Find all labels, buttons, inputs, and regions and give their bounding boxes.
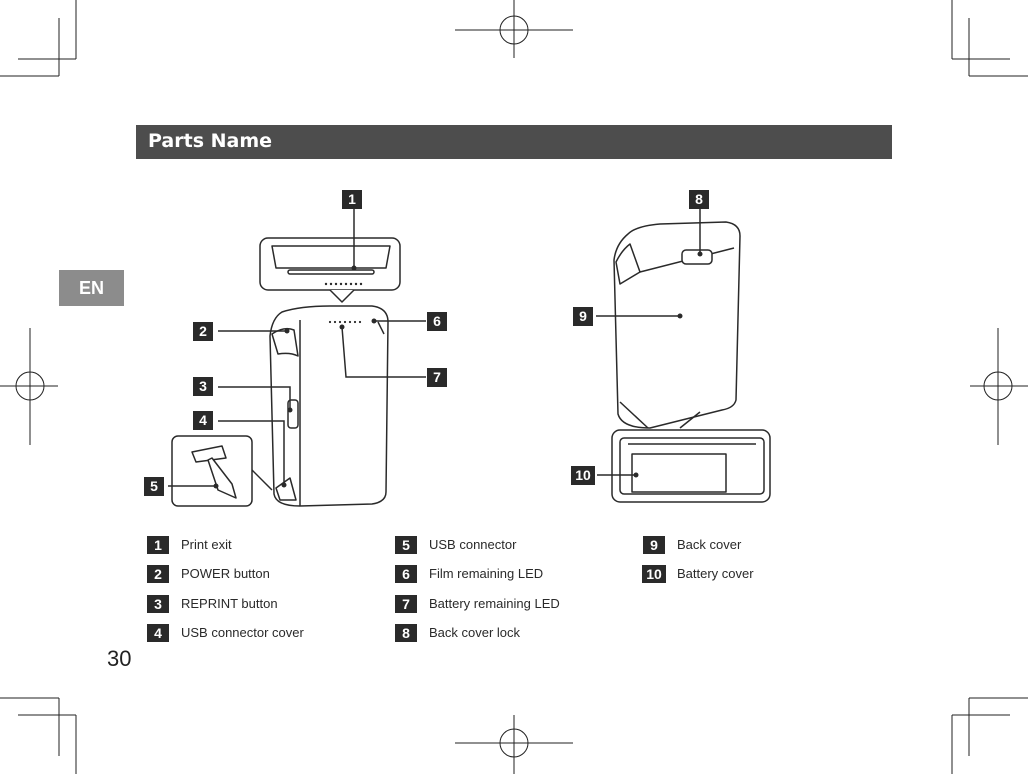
legend-label: USB connector cover [181, 625, 304, 640]
callout-6: 6 [427, 312, 447, 331]
section-title: Parts Name [148, 130, 273, 152]
callout-10: 10 [571, 466, 595, 485]
legend-number: 1 [147, 536, 169, 554]
legend-label: Film remaining LED [429, 566, 544, 581]
legend-number: 2 [147, 565, 169, 583]
legend-number: 8 [395, 624, 417, 642]
legend-number: 4 [147, 624, 169, 642]
legend-label: Battery remaining LED [429, 596, 560, 611]
section-header: Parts Name [136, 125, 892, 159]
callout-4: 4 [193, 411, 213, 430]
legend-number: 7 [395, 595, 417, 613]
legend-label: POWER button [181, 566, 270, 581]
callout-2: 2 [193, 322, 213, 341]
legend-label: Print exit [181, 537, 232, 552]
page-number: 30 [107, 646, 132, 671]
callout-9: 9 [573, 307, 593, 326]
legend-label: Back cover [677, 537, 742, 552]
legend-number: 3 [147, 595, 169, 613]
legend-label: Battery cover [677, 566, 754, 581]
callout-8: 8 [689, 190, 709, 209]
callout-3: 3 [193, 377, 213, 396]
legend-label: USB connector [429, 537, 517, 552]
legend-number: 9 [643, 536, 665, 554]
legend-label: Back cover lock [429, 625, 521, 640]
callout-1: 1 [342, 190, 362, 209]
language-tab: EN [59, 270, 124, 306]
callout-7: 7 [427, 368, 447, 387]
legend-number: 6 [395, 565, 417, 583]
legend-number: 10 [642, 565, 666, 583]
legend-label: REPRINT button [181, 596, 278, 611]
callout-5: 5 [144, 477, 164, 496]
legend-number: 5 [395, 536, 417, 554]
